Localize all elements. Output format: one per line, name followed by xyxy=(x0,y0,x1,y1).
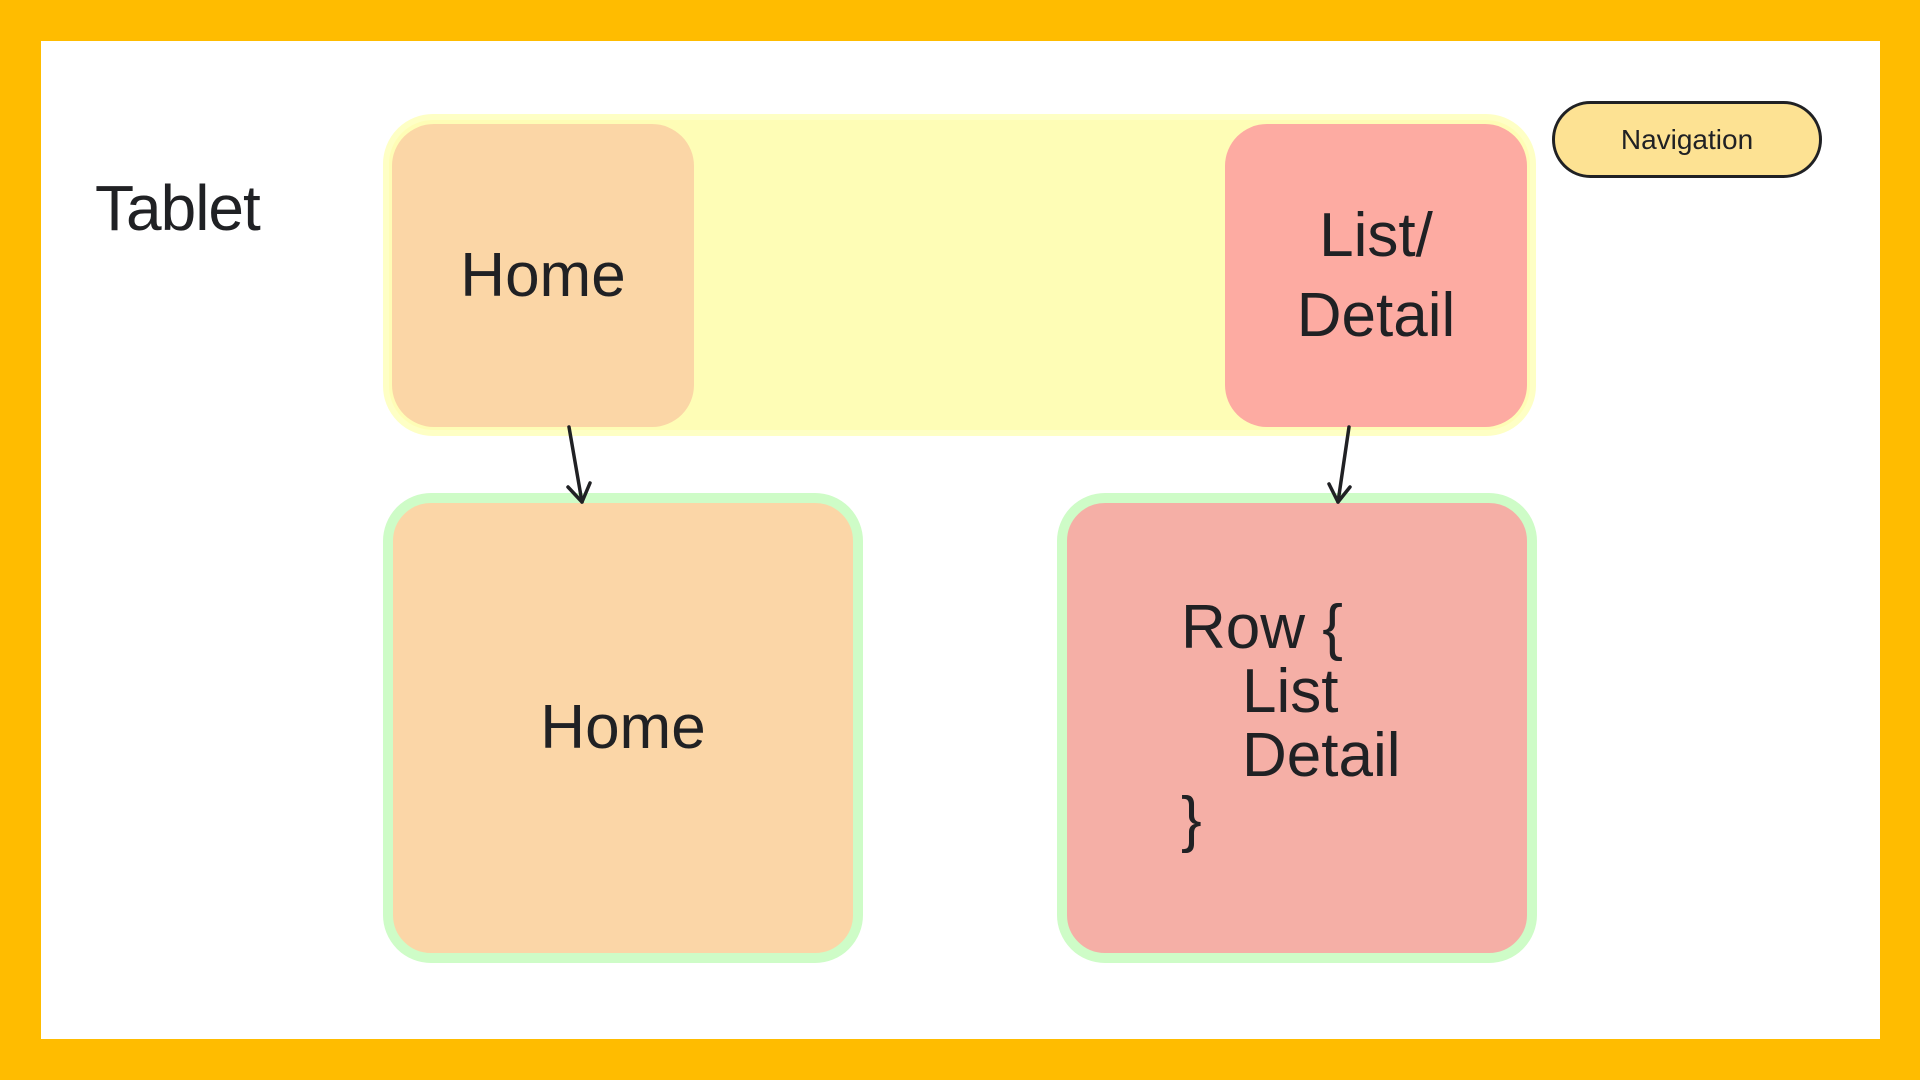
device-label: Tablet xyxy=(95,172,261,244)
screen-home-label: Home xyxy=(540,693,706,762)
nav-home-label: Home xyxy=(460,240,626,310)
nav-list-detail-label-line1: List/ xyxy=(1319,200,1433,270)
navigation-legend-pill: Navigation xyxy=(1552,101,1822,178)
nav-destination-home: Home xyxy=(392,124,694,427)
nav-list-detail-label-line2: Detail xyxy=(1296,280,1456,350)
arrow-listdetail-to-screen xyxy=(1327,425,1352,504)
arrow-home-to-screen xyxy=(566,425,592,504)
legend-label: Navigation xyxy=(1620,123,1754,155)
row-code-line-list: List xyxy=(1242,657,1339,726)
row-code-block: Row { List Detail } xyxy=(1181,596,1401,852)
row-code-line-close: } xyxy=(1181,785,1202,854)
row-code-line-open: Row { xyxy=(1181,593,1343,662)
nav-destination-list-detail: List/ Detail xyxy=(1225,124,1527,427)
screen-home: Home xyxy=(383,493,863,963)
screen-row-list-detail xyxy=(1057,493,1537,963)
row-code-line-detail: Detail xyxy=(1242,721,1401,790)
